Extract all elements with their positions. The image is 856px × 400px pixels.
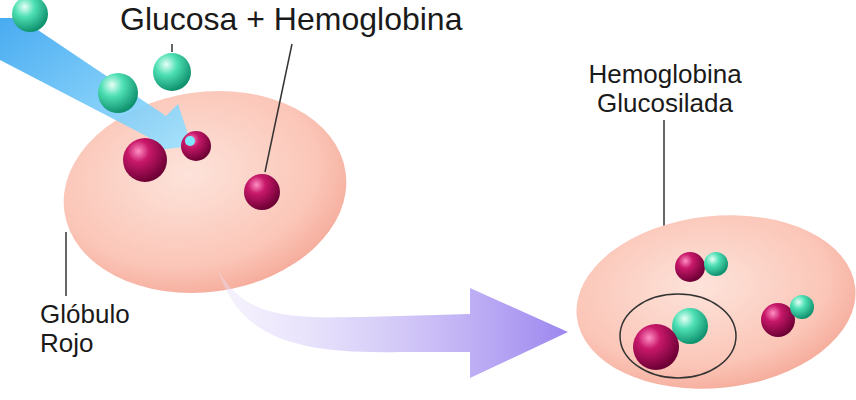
glucose-molecule [98,73,138,113]
glucose-contact [185,136,195,146]
entry-arrow [0,18,192,152]
cell-label: Glóbulo Rojo [40,300,170,357]
hemoglobin-molecule [761,303,795,337]
leader-line [171,44,173,52]
hemoglobin-molecule [181,131,211,161]
highlight-ring [620,294,736,378]
glucose-molecule [704,252,728,276]
leader-line [265,44,292,172]
glucose-molecule [790,295,814,319]
hemoglobin-molecule [244,174,280,210]
leader-line [65,232,67,296]
transition-arrow [218,270,568,378]
hemoglobin-molecule [633,324,679,370]
glucose-molecule [12,0,48,32]
hemoglobin-molecule [675,252,705,282]
glycated-label: Hemoglobina Glucosilada [565,60,765,117]
red-blood-cell [568,202,856,400]
glucose-molecule [153,53,191,91]
hemoglobin-molecule [123,138,167,182]
top-label: Glucosa + Hemoglobina [120,2,540,37]
